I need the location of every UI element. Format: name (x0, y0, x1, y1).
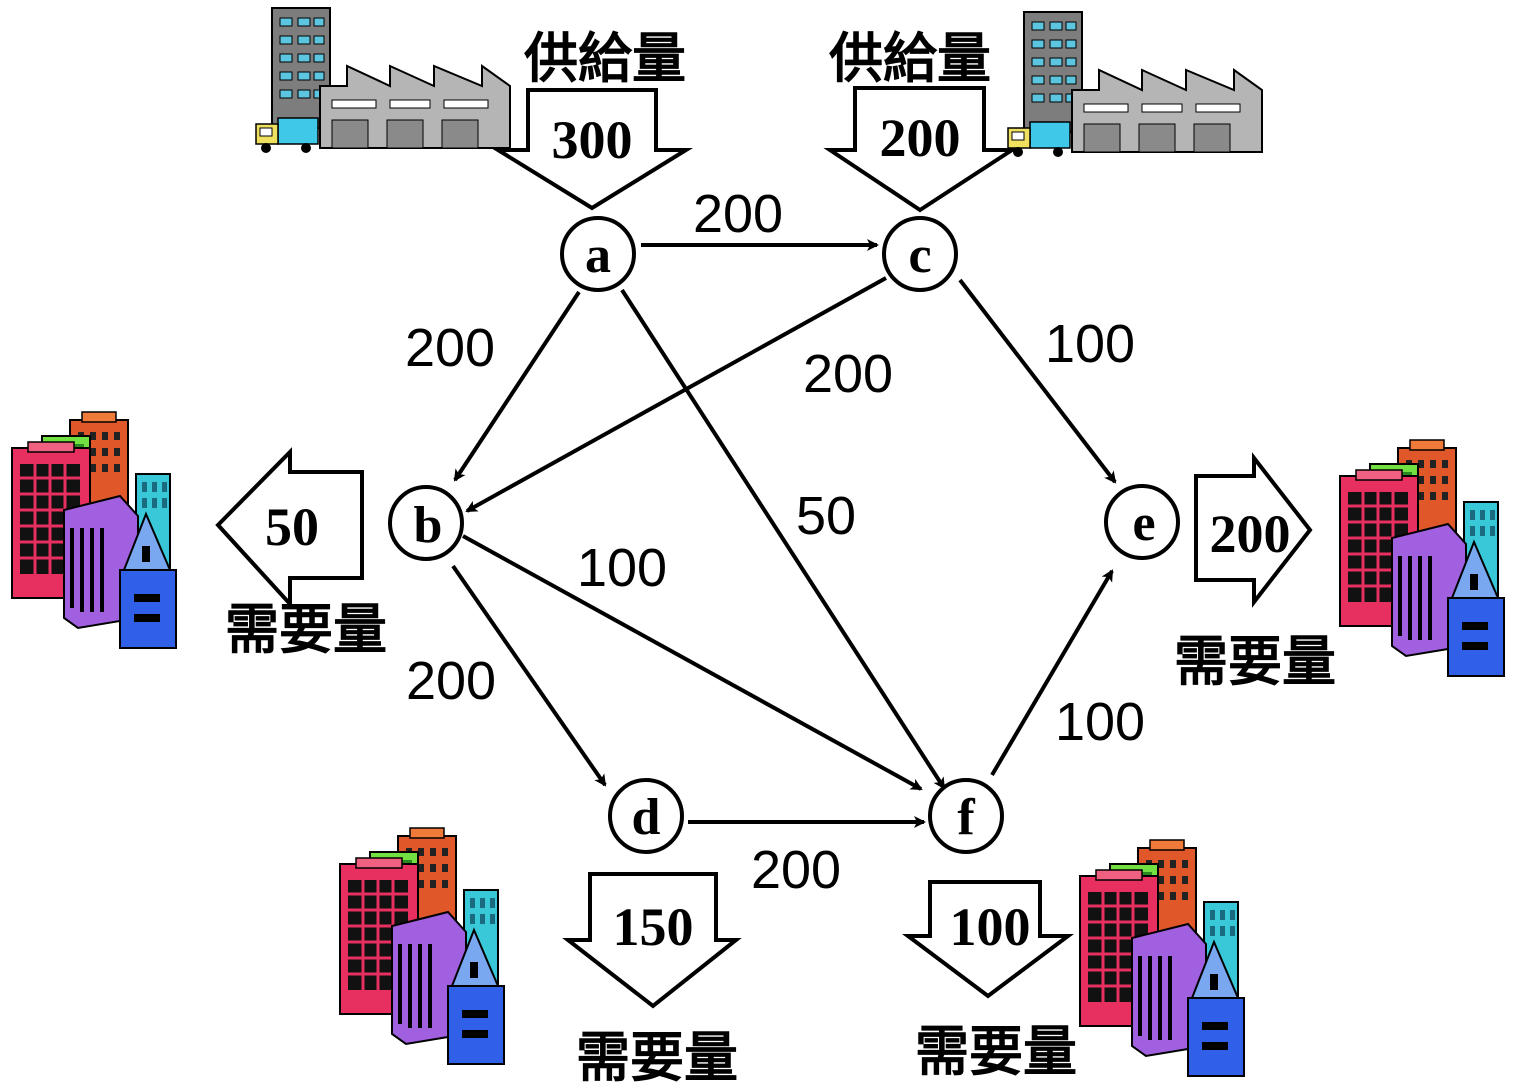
node-d: d (608, 778, 684, 854)
demand-arrow-e (1194, 452, 1313, 608)
node-b: b (388, 485, 464, 561)
edge-b-f (462, 534, 923, 791)
edge-label-b-d: 200 (406, 651, 496, 711)
node-label-b: b (414, 497, 443, 554)
demand-arrow-b (215, 447, 364, 610)
edge-label-c-b: 200 (803, 344, 893, 404)
factory-icon (1007, 11, 1263, 158)
supply-label-c: 供給量 (829, 27, 991, 90)
demand-arrow-d (562, 872, 742, 1009)
edge-label-d-f: 200 (751, 840, 841, 900)
edge-label-f-e: 100 (1055, 692, 1145, 752)
demand-value-f: 100 (950, 897, 1031, 957)
demand-arrow-f (902, 880, 1074, 999)
demand-label-d: 需要量 (576, 1026, 738, 1089)
edge-label-b-f: 100 (577, 538, 667, 598)
supply-a: 供給量 300 (255, 7, 694, 211)
supply-arrow-c (823, 86, 1019, 213)
demand-label-f: 需要量 (915, 1020, 1077, 1083)
node-f: f (928, 778, 1004, 854)
node-label-f: f (957, 789, 975, 846)
edge-f-e (990, 569, 1114, 777)
edge-labels: 200 200 200 100 50 100 200 100 200 (405, 184, 1145, 900)
demand-value-b: 50 (265, 497, 319, 557)
edge-a-f (620, 288, 946, 790)
edge-c-e (958, 278, 1117, 484)
supply-value-a: 300 (552, 110, 633, 170)
node-label-e: e (1132, 495, 1155, 552)
supply-c: 供給量 200 (823, 11, 1263, 213)
node-c: c (882, 216, 958, 292)
edges (451, 239, 1117, 828)
node-label-a: a (585, 227, 611, 284)
demand-f: 100 需要量 (902, 838, 1246, 1083)
node-label-d: d (632, 789, 661, 846)
node-label-c: c (908, 227, 931, 284)
supply-label-a: 供給量 (524, 27, 686, 90)
supply-arrow-a (490, 88, 694, 211)
supply-value-c: 200 (880, 108, 961, 168)
demand-label-b: 需要量 (225, 598, 387, 661)
edge-label-a-b: 200 (405, 318, 495, 378)
demand-d: 150 需要量 (338, 826, 742, 1089)
city-buildings-icon (1078, 838, 1246, 1078)
demand-value-d: 150 (613, 897, 694, 957)
edge-label-c-e: 100 (1045, 314, 1135, 374)
city-buildings-icon (1338, 438, 1506, 678)
demand-label-e: 需要量 (1174, 630, 1336, 693)
demand-e: 200 需要量 (1174, 438, 1506, 693)
edge-label-a-c: 200 (693, 184, 783, 244)
edge-b-d (451, 564, 607, 787)
city-buildings-icon (338, 826, 506, 1066)
nodes: a c b e d f (388, 216, 1180, 854)
edge-label-a-f: 50 (796, 486, 856, 546)
node-a: a (560, 216, 636, 292)
demand-b: 50 需要量 (10, 410, 387, 661)
edge-c-b (465, 276, 887, 513)
city-buildings-icon (10, 410, 178, 650)
edge-a-b (453, 290, 581, 482)
factory-icon (255, 7, 511, 154)
demand-value-e: 200 (1210, 504, 1291, 564)
node-e: e (1104, 484, 1180, 560)
